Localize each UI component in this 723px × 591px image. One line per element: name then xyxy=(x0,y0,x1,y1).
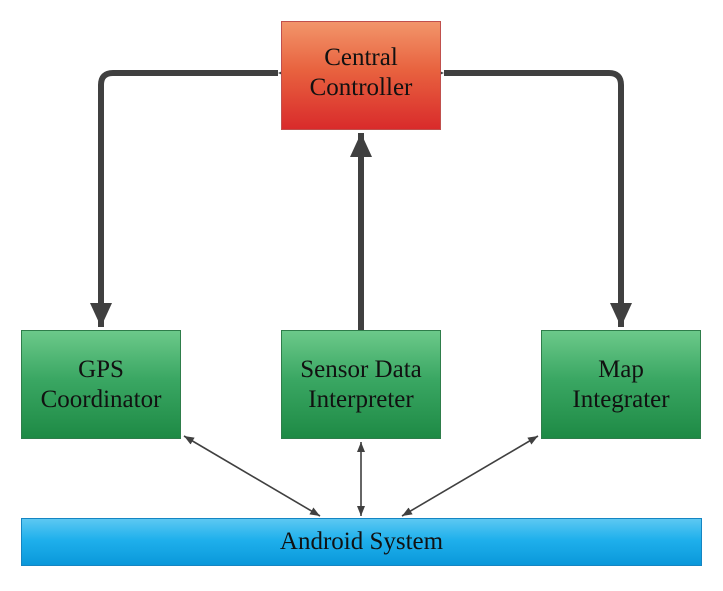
map-integrater-box: Map Integrater xyxy=(541,330,701,439)
map-integrater-label-line1: Map xyxy=(598,355,644,383)
sensor-data-interpreter-label-line2: Interpreter xyxy=(308,385,414,413)
sensor-data-interpreter-box: Sensor Data Interpreter xyxy=(281,330,441,439)
gps-android-arrow xyxy=(183,435,321,517)
gps-coordinator-box: GPS Coordinator xyxy=(21,330,181,439)
central-controller-label-line2: Controller xyxy=(309,73,413,101)
android-system-box: Android System xyxy=(21,518,702,566)
central-map-arrow xyxy=(420,62,632,327)
gps-coordinator-label-line2: Coordinator xyxy=(40,385,162,413)
central-controller-box: Central Controller xyxy=(281,21,441,130)
central-gps-arrow xyxy=(90,62,302,327)
map-android-arrow xyxy=(401,435,539,517)
sensor-data-interpreter-label-line1: Sensor Data xyxy=(300,355,422,383)
map-integrater-label-line2: Integrater xyxy=(572,385,670,413)
android-system-label: Android System xyxy=(279,528,444,555)
gps-coordinator-label-line1: GPS xyxy=(78,355,124,383)
central-controller-label-line1: Central xyxy=(324,43,398,71)
